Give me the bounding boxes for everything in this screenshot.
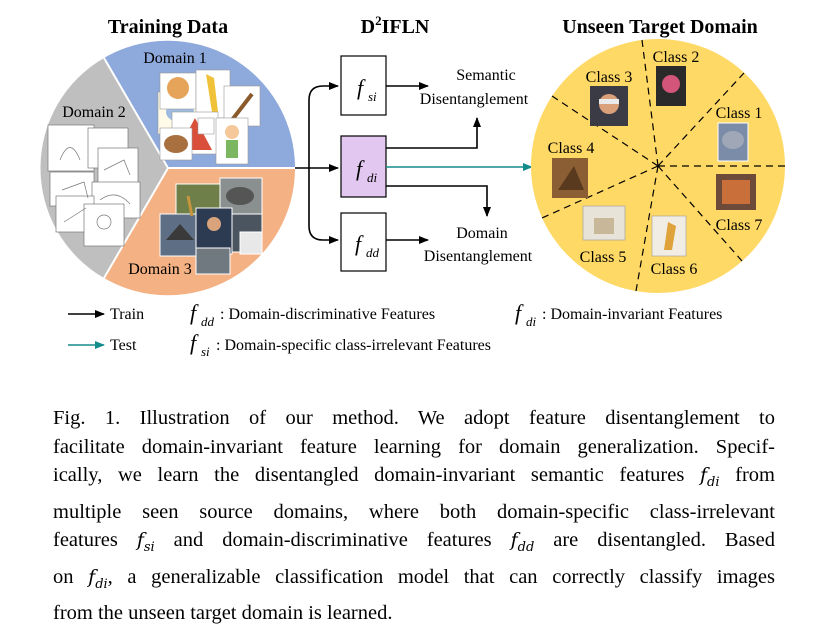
legend-train-label: Train <box>110 306 144 323</box>
caption-line-3: ically, we learn the disentangled domain… <box>53 464 775 490</box>
class4-label: Class 4 <box>548 140 595 157</box>
math-fdi-2: fdi <box>88 565 108 592</box>
unseen-target-heading: Unseen Target Domain <box>562 16 758 38</box>
legend-fdi-symbol: f <box>515 300 524 325</box>
svg-text:f: f <box>355 231 364 256</box>
disentanglement-arrows <box>386 82 491 244</box>
fsi-box: f si <box>340 55 387 116</box>
d2ifln-heading: D2IFLN <box>361 13 430 38</box>
svg-text:si: si <box>368 89 377 104</box>
legend-fdd-symbol: f <box>190 300 199 325</box>
domain1-cartoon-images <box>157 69 261 165</box>
svg-text:f: f <box>356 156 365 181</box>
caption-line-2: facilitate domain-invariant feature lear… <box>53 435 775 458</box>
svg-text:dd: dd <box>201 314 215 329</box>
legend-fdd-desc: : Domain-discriminative Features <box>220 306 435 323</box>
domain3-photo-images <box>159 177 263 275</box>
fdd-box: f dd <box>340 212 387 272</box>
semantic-label-line1: Semantic <box>456 67 516 84</box>
caption-line-5: features fsi and domain-discriminative f… <box>53 529 776 555</box>
domain2-sketch-images <box>47 124 141 247</box>
caption-line-1: Fig. 1. Illustration of our method. We a… <box>53 407 775 429</box>
domain-dis-label-line1: Domain <box>456 225 508 242</box>
caption-line-4: multiple seen source domains, where both… <box>53 500 775 523</box>
figure-diagram: Training Data D2IFLN Unseen Target Domai… <box>40 13 785 359</box>
training-data-heading: Training Data <box>108 16 228 38</box>
legend: Train Test f dd : Domain-discriminative … <box>68 300 722 359</box>
legend-fsi-symbol: f <box>190 330 199 355</box>
class5-label: Class 5 <box>580 249 627 266</box>
fdi-box: f di <box>340 135 387 198</box>
figure-caption: Fig. 1. Illustration of our method. We a… <box>53 404 775 628</box>
target-class-images <box>552 66 756 257</box>
math-fdi: fdi <box>699 464 720 490</box>
legend-test-label: Test <box>110 337 137 354</box>
class2-label: Class 2 <box>653 49 700 66</box>
domain1-label: Domain 1 <box>143 50 207 67</box>
domain3-label: Domain 3 <box>128 261 192 278</box>
math-fsi: fsi <box>136 529 155 555</box>
legend-fsi-desc: : Domain-specific class-irrelevant Featu… <box>216 337 491 354</box>
legend-fdi-desc: : Domain-invariant Features <box>542 306 722 323</box>
svg-text:f: f <box>357 75 366 100</box>
domain2-label: Domain 2 <box>62 104 126 121</box>
svg-text:di: di <box>526 314 537 329</box>
svg-text:di: di <box>367 170 378 185</box>
class6-label: Class 6 <box>651 261 698 278</box>
semantic-label-line2: Disentanglement <box>420 91 529 108</box>
svg-text:dd: dd <box>366 245 380 260</box>
math-fdd: fdd <box>510 529 535 555</box>
class3-label: Class 3 <box>586 69 633 86</box>
svg-text:si: si <box>201 344 210 359</box>
caption-line-7: from the unseen target domain is learned… <box>53 601 393 624</box>
train-flow-arrows <box>295 82 339 244</box>
class1-label: Class 1 <box>716 105 763 122</box>
caption-line-6: on fdi, a generalizable classification m… <box>53 565 776 592</box>
class7-label: Class 7 <box>716 217 763 234</box>
domain-dis-label-line2: Disentanglement <box>424 248 533 265</box>
